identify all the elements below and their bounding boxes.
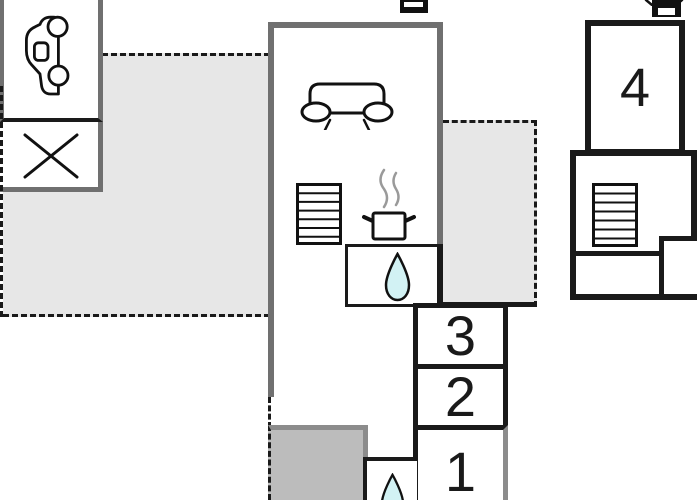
tv-screen xyxy=(404,2,423,7)
boundary-dashed-line-left xyxy=(0,86,3,317)
main-wall-left-dashed xyxy=(268,397,271,428)
annex-corner-room xyxy=(659,236,697,294)
garage-box xyxy=(0,0,103,122)
patio-dark xyxy=(268,425,368,500)
sofa-icon xyxy=(300,82,394,130)
room-3-label: 3 xyxy=(444,304,477,367)
car-icon xyxy=(25,15,70,96)
tv-icon xyxy=(400,0,428,13)
x-icon xyxy=(23,133,79,179)
main-wall-left xyxy=(268,22,274,397)
crossed-box xyxy=(0,122,103,192)
room-1-label: 1 xyxy=(444,440,477,500)
tv-screen xyxy=(658,8,675,15)
room-1: 1 xyxy=(413,425,508,500)
stairs-icon xyxy=(296,183,342,245)
room-4-label: 4 xyxy=(619,57,651,118)
water-drop-icon xyxy=(384,252,411,302)
main-wall-right xyxy=(437,22,443,248)
room-3: 3 xyxy=(413,303,508,369)
tv-body xyxy=(652,0,681,17)
room-4: 4 xyxy=(585,20,685,155)
water-drop-icon xyxy=(381,473,404,500)
annex-divider-wall xyxy=(576,251,661,256)
stairs-icon xyxy=(592,183,638,247)
bathroom-upper xyxy=(345,244,443,307)
main-wall-top xyxy=(268,22,443,28)
cooking-pot-icon xyxy=(362,168,416,241)
room-2: 2 xyxy=(413,364,508,430)
bathroom-lower xyxy=(363,457,417,500)
annex-lower-box xyxy=(570,150,697,300)
room-2-label: 2 xyxy=(444,365,477,428)
terrace-right xyxy=(443,120,537,307)
tv-icon xyxy=(644,0,684,18)
